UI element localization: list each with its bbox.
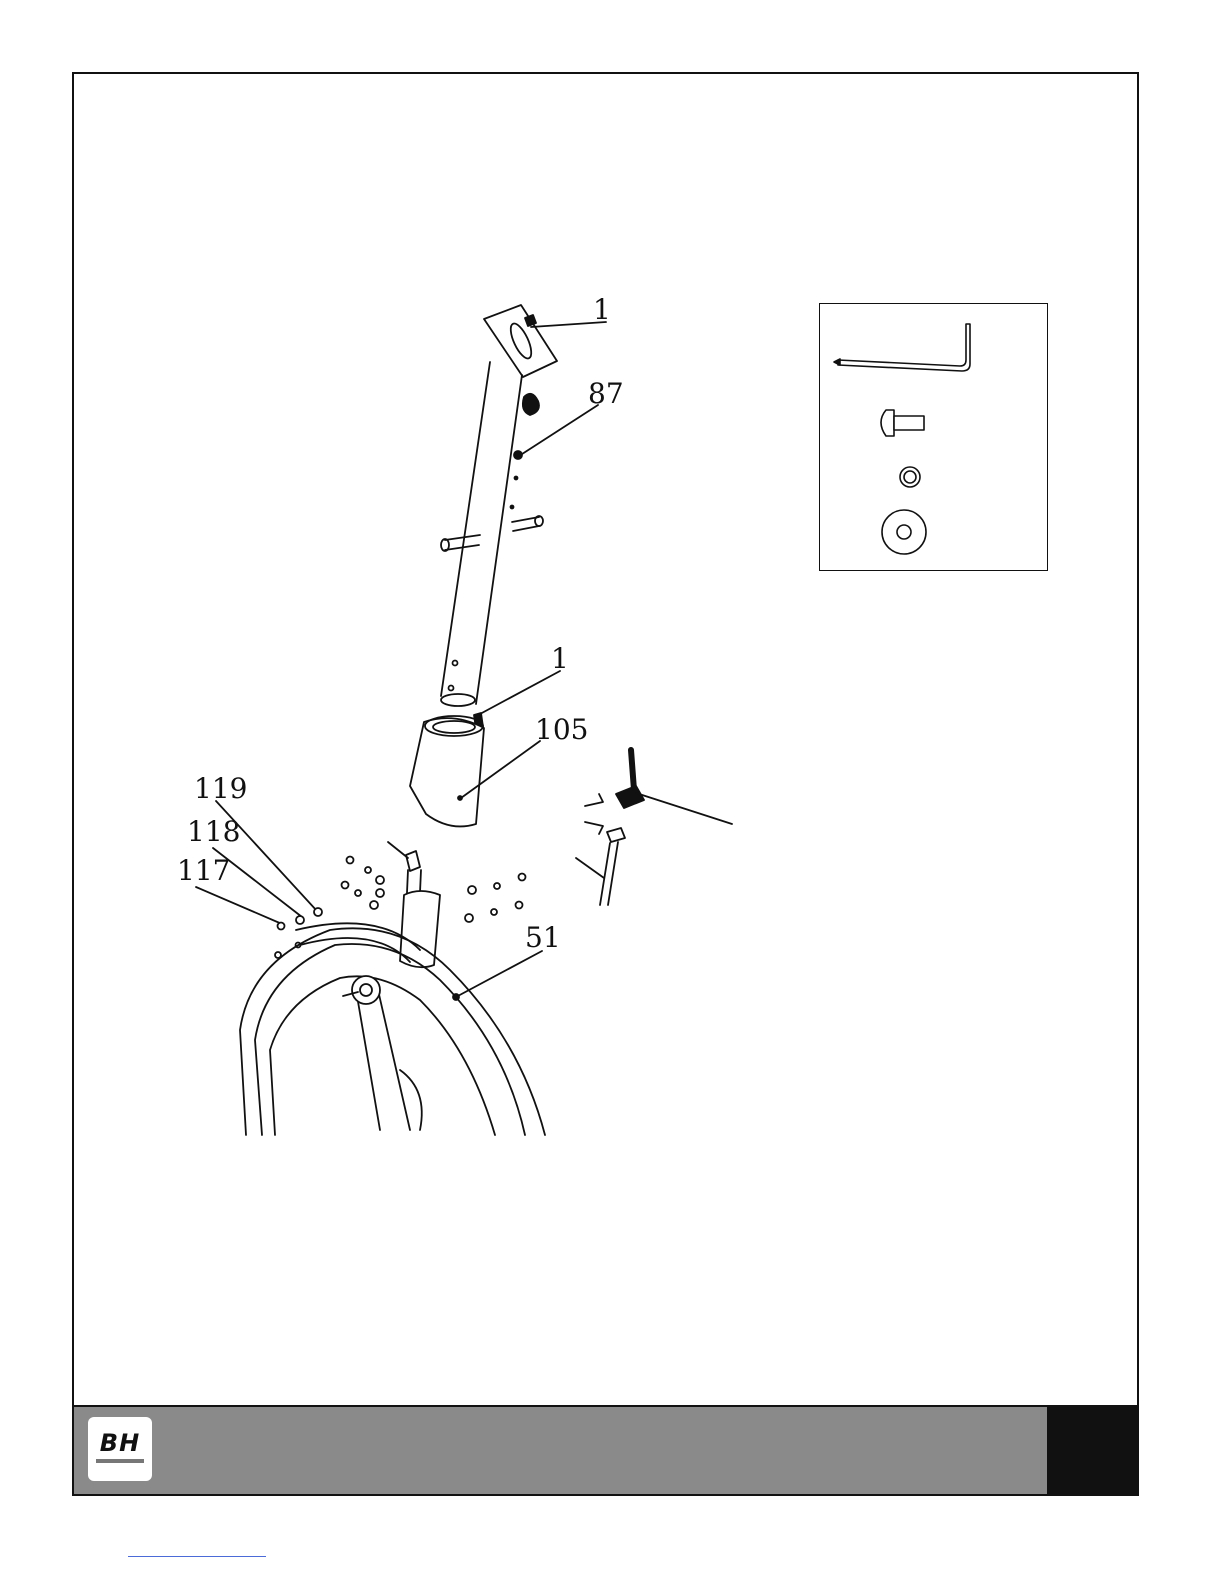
callout-118: 118: [187, 818, 240, 846]
logo-underline: [96, 1459, 144, 1463]
callout-51: 51: [525, 924, 561, 952]
brand-logo: BH: [88, 1417, 152, 1481]
callout-105: 105: [535, 716, 588, 744]
callout-117: 117: [177, 857, 230, 885]
link-underline: [128, 1556, 266, 1557]
callout-119: 119: [194, 775, 247, 803]
callout-87: 87: [588, 380, 624, 408]
mount-plate: [484, 305, 557, 377]
page-number-box: [1047, 1407, 1137, 1494]
brand-logo-text: BH: [88, 1429, 152, 1457]
spring-washer-icon: [900, 467, 920, 487]
footer-band: BH: [72, 1405, 1139, 1496]
hardware-illustrations: [820, 304, 1049, 572]
allen-key-icon: [838, 324, 970, 371]
hardware-box: [819, 303, 1048, 571]
callout-1-bottom: 1: [551, 645, 569, 673]
callout-1-top: 1: [593, 296, 611, 324]
flat-washer-icon: [882, 510, 926, 554]
bolt-icon: [881, 410, 924, 436]
